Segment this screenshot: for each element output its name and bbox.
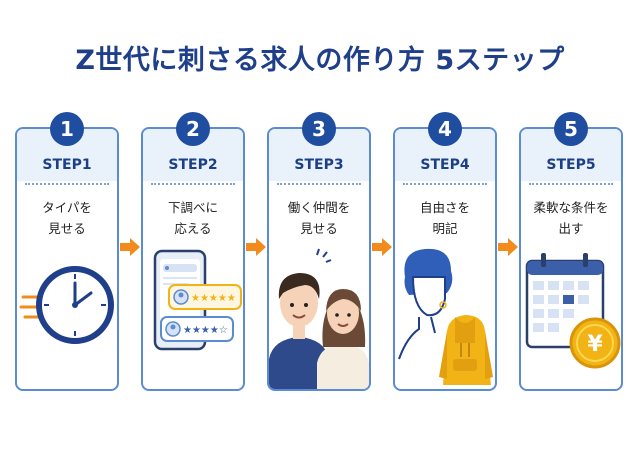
step-label: STEP1	[42, 157, 92, 173]
step-number-badge-2: 2	[176, 112, 210, 146]
arrow-right-icon	[498, 238, 518, 256]
step-description: 働く仲間を 見せる	[287, 200, 351, 236]
divider	[25, 183, 109, 185]
review-phone-icon: ★★★★★ ★★★★☆	[143, 247, 243, 389]
review-stars-5: ★★★★★	[191, 293, 236, 304]
step-number-badge-5: 5	[554, 112, 588, 146]
yen-coin-symbol: ¥	[587, 332, 603, 357]
arrow-right-icon	[246, 238, 266, 256]
step-description: タイパを 見せる	[42, 200, 92, 236]
divider	[151, 183, 235, 185]
step-description: 自由さを 明記	[419, 200, 470, 236]
clock-icon	[17, 247, 117, 389]
step-label: STEP5	[546, 157, 596, 173]
step-label: STEP2	[168, 157, 218, 173]
step-description: 柔軟な条件を 出す	[533, 200, 609, 236]
step-card-4: STEP4 自由さを 明記	[393, 127, 497, 391]
arrow-right-icon	[372, 238, 392, 256]
divider	[277, 183, 361, 185]
step-card-1: STEP1 タイパを 見せる	[15, 127, 119, 391]
divider	[403, 183, 487, 185]
step-number-badge-3: 3	[302, 112, 336, 146]
step-label: STEP3	[294, 157, 344, 173]
arrow-right-icon	[120, 238, 140, 256]
calendar-yen-icon: ¥	[521, 247, 621, 389]
step-label: STEP4	[420, 157, 470, 173]
step-card-5: STEP5 柔軟な条件を 出す	[519, 127, 623, 391]
review-stars-4: ★★★★☆	[183, 325, 228, 336]
step-card-3: STEP3 働く仲間を 見せる	[267, 127, 371, 391]
coworkers-icon	[269, 247, 369, 389]
hoodie-person-icon	[395, 247, 495, 389]
page-title: Z世代に刺さる求人の作り方 5ステップ	[75, 45, 565, 76]
step-card-2: STEP2 下調べに 応える ★★★★★ ★★★★☆	[141, 127, 245, 391]
step-number-badge-4: 4	[428, 112, 462, 146]
step-description: 下調べに 応える	[167, 200, 218, 236]
step-number-badge-1: 1	[50, 112, 84, 146]
divider	[529, 183, 613, 185]
